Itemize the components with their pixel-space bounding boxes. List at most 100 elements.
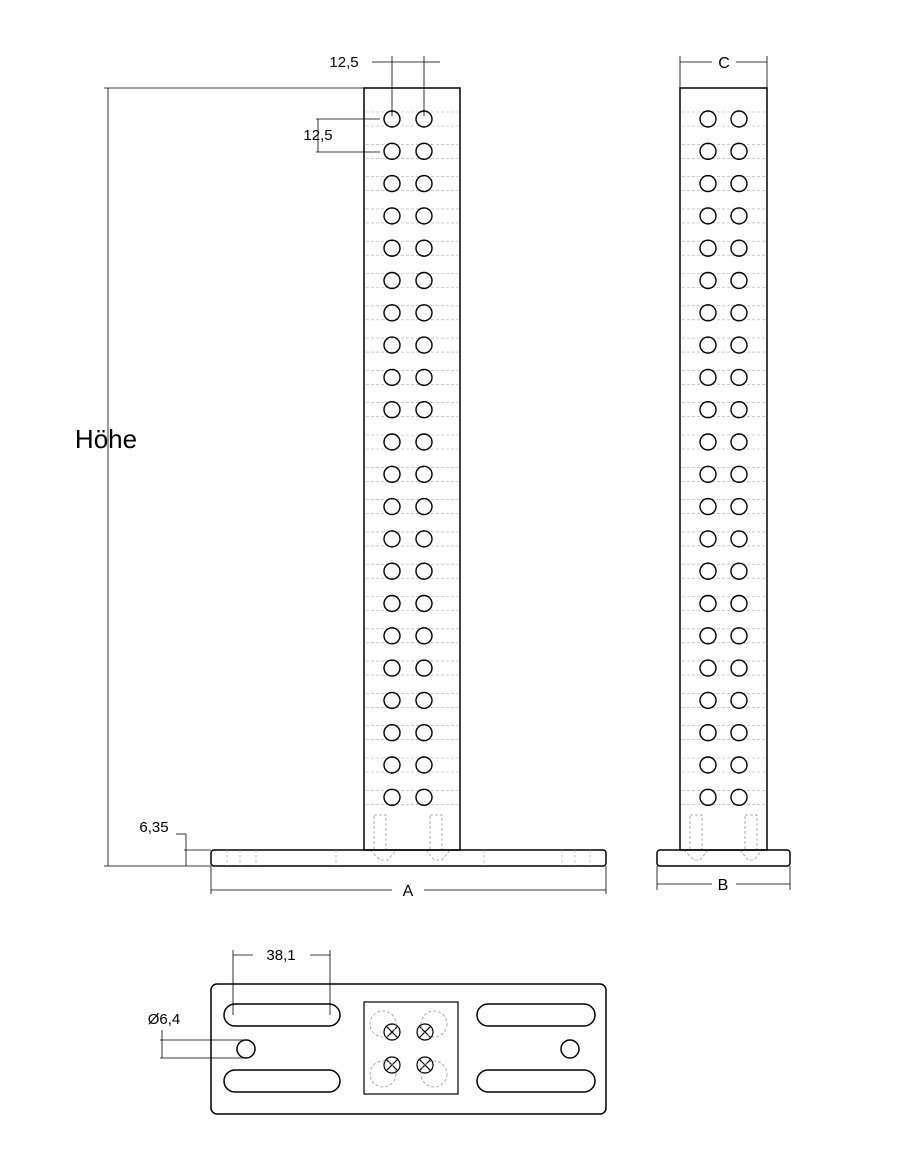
hole [383,497,401,516]
hole [699,142,717,161]
side-base-plate [656,849,791,867]
hole [730,304,748,322]
hole [699,691,717,710]
hole [415,465,433,483]
hole [415,691,433,710]
dim-height [104,87,364,867]
dim-hole-spacing-horizontal [372,56,440,116]
hole [699,239,717,257]
hole [730,594,748,613]
hole [730,207,748,225]
slot-bottom-left [223,1069,341,1093]
mount-hole-right [560,1039,580,1059]
hole [699,433,717,451]
hole [415,271,433,290]
hole [730,497,748,516]
slot-top-left [223,1003,341,1027]
side-bolt-hidden [683,814,763,861]
label-width-b: B [718,877,729,894]
label-hole-spacing-vertical: 12,5 [303,127,332,144]
hole [730,336,748,354]
hole [699,368,717,387]
hole [383,142,401,161]
hole [415,530,433,548]
hole [415,304,433,322]
hole [383,207,401,225]
hole [730,433,748,451]
dim-base-thickness [176,833,211,866]
hole [730,174,748,193]
hole [730,788,748,806]
hole [383,530,401,548]
hole [383,174,401,193]
hole [730,401,748,419]
hole [383,336,401,354]
hole [699,756,717,774]
side-column [679,87,768,851]
hole [383,239,401,257]
front-column [363,87,461,851]
hole [699,627,717,645]
hole [730,724,748,742]
hole [415,562,433,580]
hole [730,465,748,483]
hole [730,756,748,774]
hole [730,239,748,257]
hole [383,271,401,290]
hole [415,659,433,677]
hole [415,174,433,193]
hole [383,465,401,483]
hole [415,336,433,354]
hole [730,530,748,548]
column-bolts [383,1023,434,1074]
hole [383,659,401,677]
hole [383,433,401,451]
label-height: Höhe [75,424,137,454]
hole [730,691,748,710]
front-bolt-hidden [369,814,451,861]
dim-slot-length [232,950,331,1015]
hole [383,756,401,774]
hole [415,433,433,451]
slot-bottom-right [476,1069,596,1093]
dim-hole-diameter [160,1030,246,1059]
hole [699,271,717,290]
hole [383,627,401,645]
hole [415,724,433,742]
hole [730,659,748,677]
label-width-a: A [403,883,414,900]
hole [699,724,717,742]
dim-width-b [656,866,791,890]
label-hole-diameter: Ø6,4 [148,1011,181,1028]
hole [699,465,717,483]
hole [699,304,717,322]
hole [730,110,748,128]
hole [730,271,748,290]
hole [415,207,433,225]
hole [699,110,717,128]
hole [699,788,717,806]
hole [383,594,401,613]
hole [730,627,748,645]
hole [415,142,433,161]
front-base-plate [210,849,607,867]
column-counterbores-hidden [369,1010,448,1088]
hole [383,401,401,419]
label-base-thickness: 6,35 [139,819,168,836]
hole [699,207,717,225]
hole [699,497,717,516]
hole [415,239,433,257]
hole [383,788,401,806]
top-base-plate [210,983,607,1115]
side-hole-grid [699,110,748,806]
hole [730,368,748,387]
hole [415,497,433,516]
hole [699,659,717,677]
hole [415,401,433,419]
slot-top-right [476,1003,596,1027]
hole [699,594,717,613]
hole [699,562,717,580]
top-column-footprint [363,1001,459,1095]
hole [383,562,401,580]
